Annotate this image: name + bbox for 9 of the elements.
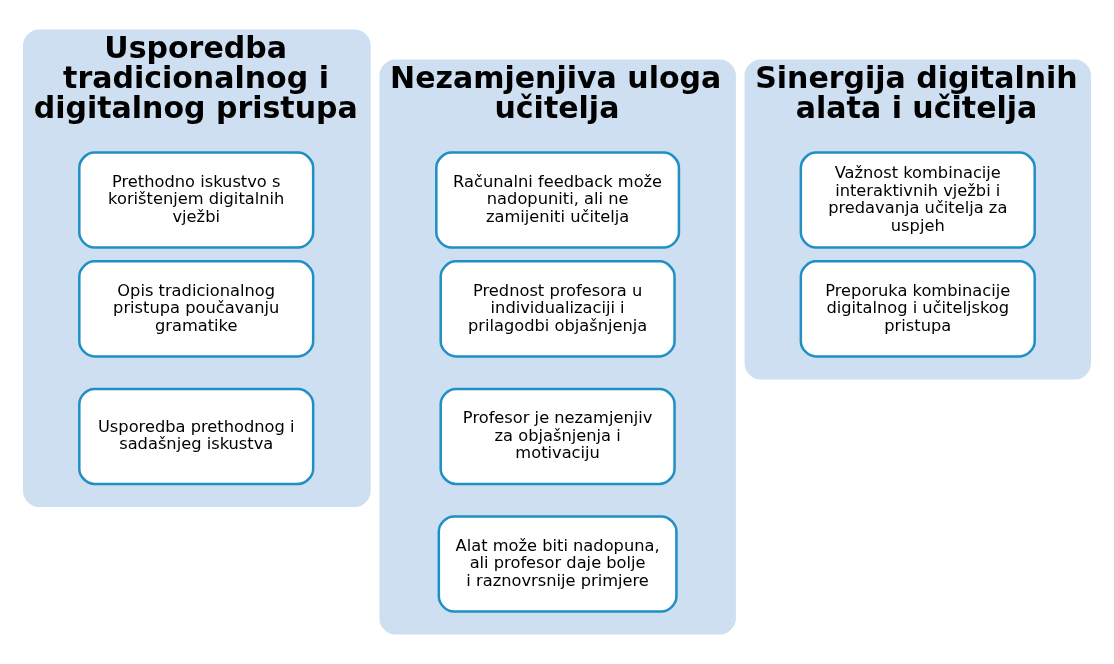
node-box: Važnost kombinacije interaktivnih vježbi i predavanja učitelja za uspjeh [799,151,1036,249]
node-box: Prethodno iskustvo s korištenjem digitalnih vježbi [78,151,315,249]
node-box: Preporuka kombinacije digitalnog i učiteljskog pristupa [799,260,1036,358]
node-box: Prednost profesora u individualizaciji i prilagodbi objašnjenja [439,260,676,358]
node-box: Usporedba prethodnog i sadašnjeg iskustva [78,387,315,486]
node-box: Profesor je nezamjenjiv za objašnjenja i motivaciju [439,387,676,486]
node-box: Računalni feedback može nadopuniti, ali ne zamijeniti učitelja [435,151,681,249]
node-box: Opis tradicionalnog pristupa poučavanju gramatike [78,260,315,358]
node-box: Alat može biti nadopuna, ali profesor daje bolje i raznovrsnije primjere [437,515,678,613]
